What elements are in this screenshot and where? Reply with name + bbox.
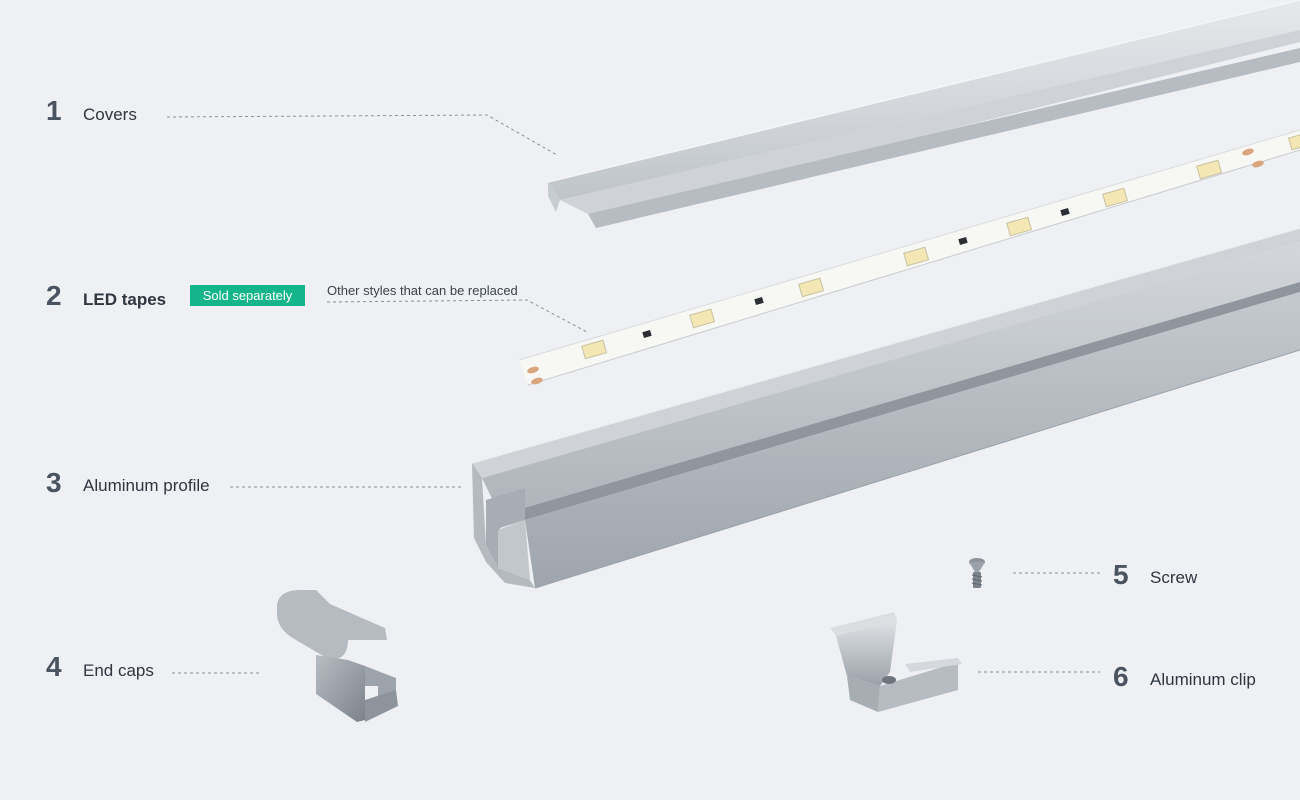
part-label-aluminum-profile: Aluminum profile [83, 476, 210, 495]
part-label-covers: Covers [83, 105, 137, 124]
part-number-4: 4 [46, 651, 62, 682]
leader-line-2 [326, 299, 588, 333]
leader-line-1 [166, 114, 558, 156]
part-number-3: 3 [46, 467, 62, 498]
aluminum-profile-shape [471, 227, 1300, 589]
end-cap-shape [277, 590, 398, 722]
part-label-screw: Screw [1150, 568, 1198, 587]
part-number-5: 5 [1113, 559, 1129, 590]
led-tape-shape [518, 129, 1300, 386]
replaceable-styles-note: Other styles that can be replaced [327, 283, 518, 298]
sold-separately-badge: Sold separately [190, 285, 305, 306]
part-label-aluminum-clip: Aluminum clip [1150, 670, 1256, 689]
part-number-1: 1 [46, 95, 62, 126]
leader-lines [166, 114, 1100, 674]
part-label-end-caps: End caps [83, 661, 154, 680]
aluminum-clip-shape [830, 612, 962, 712]
part-number-2: 2 [46, 280, 62, 311]
part-number-6: 6 [1113, 661, 1129, 692]
cover-shape [547, 0, 1300, 228]
screw-icon [969, 558, 985, 588]
part-label-led-tapes: LED tapes [83, 290, 167, 309]
